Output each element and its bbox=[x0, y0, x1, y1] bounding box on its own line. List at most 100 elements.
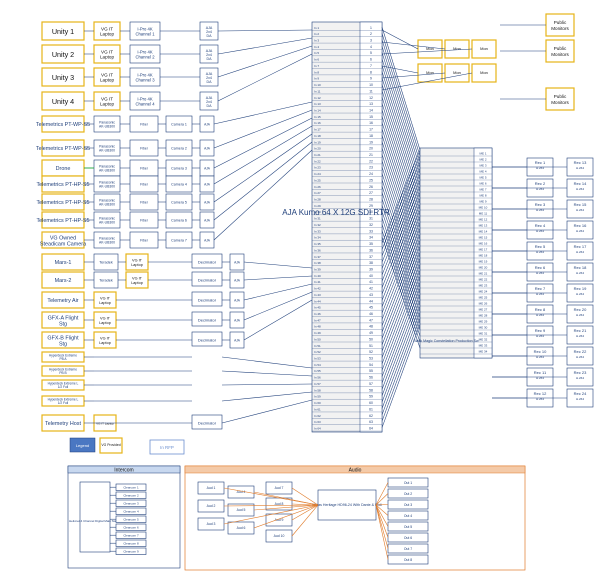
wire bbox=[381, 48, 473, 55]
camera-label: Camera 4 bbox=[171, 183, 187, 187]
router-port-number: 28 bbox=[369, 198, 373, 202]
camera-label: Camera 6 bbox=[171, 219, 187, 223]
router-input-label: In 2 bbox=[314, 32, 319, 36]
public-monitor-box bbox=[545, 13, 575, 37]
intercom-section: Intercom Helixnet 4 Channel Digital Main… bbox=[67, 465, 181, 569]
audio-box-label: Aud 4 bbox=[237, 490, 246, 494]
wire bbox=[291, 487, 319, 506]
audio-box-label: Aud 5 bbox=[237, 508, 246, 512]
decimator-box bbox=[191, 414, 223, 430]
router-port-number: 6 bbox=[370, 58, 372, 62]
monitor-label: Mon bbox=[453, 46, 461, 51]
aja-label: AJA bbox=[204, 201, 211, 205]
laptop-label: Laptop bbox=[100, 78, 114, 83]
wire bbox=[381, 58, 421, 181]
router-input-label: In 17 bbox=[314, 128, 321, 132]
router-input-label: In 10 bbox=[314, 83, 321, 87]
wire bbox=[381, 39, 421, 163]
router-input-label: In 33 bbox=[314, 229, 321, 233]
aja-label: AJA bbox=[234, 339, 241, 343]
router-port-number: 20 bbox=[369, 147, 373, 151]
camera-label: Panasonic bbox=[99, 121, 115, 125]
wire bbox=[381, 65, 421, 187]
wire bbox=[381, 305, 421, 409]
recorder-label: Rec 21 bbox=[574, 328, 587, 333]
wire bbox=[381, 257, 421, 358]
wire bbox=[381, 245, 421, 346]
router-port-number: 15 bbox=[369, 115, 373, 119]
source-label: Stg bbox=[59, 321, 67, 327]
source-label: GFX-A Flight bbox=[48, 316, 79, 322]
wire bbox=[375, 482, 389, 506]
source-label: Telemetry Air bbox=[47, 298, 78, 304]
converter-label: Channel 1 bbox=[135, 32, 155, 37]
converter-label: Channel 2 bbox=[135, 55, 155, 60]
aja-label: AJA bbox=[204, 219, 211, 223]
router-port-number: 39 bbox=[369, 267, 373, 271]
aja-label: DA bbox=[207, 34, 213, 38]
recorder-label: Rec 5 bbox=[535, 244, 546, 249]
camera-label: AK-UB300 bbox=[99, 125, 115, 129]
wire bbox=[217, 45, 313, 78]
router-input-label: In 35 bbox=[314, 242, 321, 246]
wire bbox=[217, 29, 313, 32]
bmd-port-label: ME 10 bbox=[479, 206, 488, 210]
monitor-label: Mon bbox=[453, 70, 461, 75]
wire bbox=[221, 391, 313, 402]
intercom-label: Clearcom 6 bbox=[123, 526, 139, 530]
audio-out-label: Out 3 bbox=[404, 503, 412, 507]
recorder-label: Rec 8 bbox=[535, 307, 546, 312]
wire bbox=[381, 185, 421, 282]
wire bbox=[381, 149, 421, 244]
recorder-label: Rec 19 bbox=[574, 286, 587, 291]
bmd-port-label: ME 23 bbox=[479, 284, 488, 288]
converter-label: I-Pro 4K bbox=[137, 73, 153, 78]
fiber-label: Fiber bbox=[140, 123, 149, 127]
source-label: Unity 2 bbox=[52, 50, 74, 59]
wire bbox=[243, 299, 313, 341]
fiber-label: Fiber bbox=[140, 239, 149, 243]
legend-title: Legend bbox=[76, 443, 89, 448]
router-input-label: In 12 bbox=[314, 96, 321, 100]
wire bbox=[381, 203, 421, 301]
router-input-label: In 50 bbox=[314, 337, 321, 341]
wire bbox=[381, 251, 421, 352]
audio-out-label: Out 1 bbox=[404, 481, 412, 485]
wire bbox=[217, 53, 313, 102]
wire bbox=[381, 167, 421, 263]
wire bbox=[381, 281, 421, 384]
decimator-label: Decimator bbox=[198, 338, 217, 343]
wire bbox=[381, 221, 421, 320]
router-port-number: 49 bbox=[369, 331, 373, 335]
wire bbox=[243, 275, 313, 281]
wire bbox=[213, 109, 313, 149]
router-input-label: In 32 bbox=[314, 223, 321, 227]
wire bbox=[375, 493, 389, 506]
recorder-format: H.264 bbox=[536, 313, 544, 317]
router-port-number: 33 bbox=[369, 229, 373, 233]
decimator-box bbox=[191, 311, 223, 327]
audio-box-label: Aud 8 bbox=[275, 502, 284, 506]
bmd-port-label: ME 30 bbox=[479, 326, 488, 330]
audio-out-label: Out 5 bbox=[404, 525, 412, 529]
audio-box-label: Aud 1 bbox=[207, 486, 216, 490]
camera-label: AK-UB300 bbox=[99, 221, 115, 225]
wire bbox=[223, 504, 319, 507]
camera-label: Panasonic bbox=[99, 237, 115, 241]
recorder-format: H.264 bbox=[536, 229, 544, 233]
router-input-label: In 57 bbox=[314, 382, 321, 386]
laptop-label: VG IT bbox=[101, 50, 113, 55]
router-input-label: In 49 bbox=[314, 331, 321, 335]
bmd-port-label: ME 15 bbox=[479, 236, 488, 240]
bmd-port-label: ME 3 bbox=[479, 164, 486, 168]
router-input-label: In 21 bbox=[314, 153, 321, 157]
router-input-label: In 8 bbox=[314, 70, 319, 74]
public-monitor-label: Monitors bbox=[551, 52, 569, 57]
camera-label: Panasonic bbox=[99, 145, 115, 149]
router-input-label: In 44 bbox=[314, 299, 321, 303]
router-port-number: 7 bbox=[370, 64, 372, 68]
router-input-label: In 64 bbox=[314, 426, 321, 430]
audio-box-label: Aud 10 bbox=[274, 534, 285, 538]
intercom-title: Intercom bbox=[114, 468, 133, 474]
